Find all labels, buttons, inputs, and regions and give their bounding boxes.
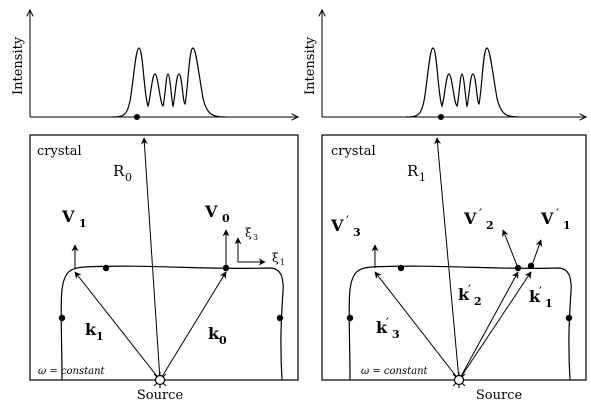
left-surface-dot-4 [276, 314, 284, 322]
left-intensity-curve [111, 47, 226, 118]
left-panel: Intensity crystal R 0 V 1 V 0 ξ [11, 10, 298, 403]
right-k3-label: k [376, 318, 388, 337]
right-intensity-marker-dot [438, 114, 444, 120]
right-surface-dot-3 [527, 262, 535, 270]
right-k3-sub: 3 [392, 328, 400, 341]
right-k1-sub: 1 [545, 297, 553, 310]
right-source-label: Source [476, 388, 523, 403]
right-v1-sub: 1 [563, 219, 571, 232]
right-surface-dot-4 [346, 314, 354, 322]
left-k1-arrow [74, 271, 161, 381]
right-intensity-label: Intensity [303, 36, 318, 95]
left-k0-sub: 0 [219, 334, 227, 347]
left-intensity-marker-dot [134, 114, 140, 120]
left-xi1-sub: 1 [280, 258, 285, 267]
right-k1-prime: ′ [539, 285, 542, 300]
right-dispersion-surface [348, 265, 572, 381]
left-k1-sub: 1 [96, 330, 104, 343]
left-crystal-label: crystal [37, 144, 82, 159]
right-v3-label: V [330, 216, 344, 235]
right-k2-label: k [458, 285, 470, 304]
left-source-label: Source [137, 388, 184, 403]
left-surface-dot-1 [102, 264, 110, 272]
right-panel: Intensity crystal R 1 V ′ 3 V ′ 2 V ′ 1 [303, 10, 586, 403]
left-surface-dot-2 [222, 264, 230, 272]
right-v2-label: V [463, 209, 477, 228]
right-k2-prime: ′ [468, 283, 471, 298]
right-intensity-curve [405, 47, 520, 118]
left-v0-label: V [204, 202, 218, 221]
right-k2-arrow [458, 271, 519, 381]
right-v3-sub: 3 [353, 226, 361, 239]
right-k1-label: k [529, 287, 541, 306]
right-omega-label: ω = constant [361, 366, 429, 377]
right-surface-dot-2 [514, 264, 522, 272]
left-k0-label: k [208, 324, 220, 343]
right-source-icon [451, 372, 467, 388]
right-k3-arrow [374, 271, 460, 381]
left-crystal-box [29, 134, 299, 381]
left-surface-dot-3 [58, 314, 66, 322]
left-k0-arrow [159, 271, 227, 381]
left-dispersion-surface [60, 265, 284, 381]
right-crystal-box [321, 134, 587, 381]
right-surface-dot-1 [397, 264, 405, 272]
left-xi3-sub: 3 [253, 233, 258, 242]
right-surface-dot-5 [565, 314, 573, 322]
right-v2-sub: 2 [486, 219, 494, 232]
left-intensity-plot: Intensity [11, 10, 298, 120]
left-v1-label: V [61, 207, 75, 226]
left-ray-r0 [140, 137, 161, 381]
left-v0-sub: 0 [222, 212, 230, 225]
left-source-icon [152, 372, 168, 388]
right-ray-r1 [434, 137, 460, 381]
left-v1-sub: 1 [79, 217, 87, 230]
left-omega-label: ω = constant [38, 366, 106, 377]
right-k1-arrow [458, 271, 532, 381]
right-intensity-plot: Intensity [303, 10, 586, 120]
right-ray-r1-sub: 1 [419, 171, 426, 184]
left-intensity-label: Intensity [11, 36, 26, 95]
right-v1-prime: ′ [556, 207, 559, 222]
right-ray-r1-label: R [407, 162, 419, 180]
right-v1-label: V [540, 209, 554, 228]
right-k3-prime: ′ [386, 316, 389, 331]
right-crystal-label: crystal [331, 144, 376, 159]
left-xi3-label: ξ [245, 226, 252, 240]
left-xi1-label: ξ [272, 251, 279, 265]
right-v2-prime: ′ [479, 207, 482, 222]
left-ray-r0-sub: 0 [125, 171, 132, 184]
right-v2-arrow [502, 229, 519, 269]
right-k2-sub: 2 [474, 295, 482, 308]
left-ray-r0-label: R [113, 162, 125, 180]
right-v3-prime: ′ [346, 214, 349, 229]
left-k1-label: k [85, 320, 97, 339]
